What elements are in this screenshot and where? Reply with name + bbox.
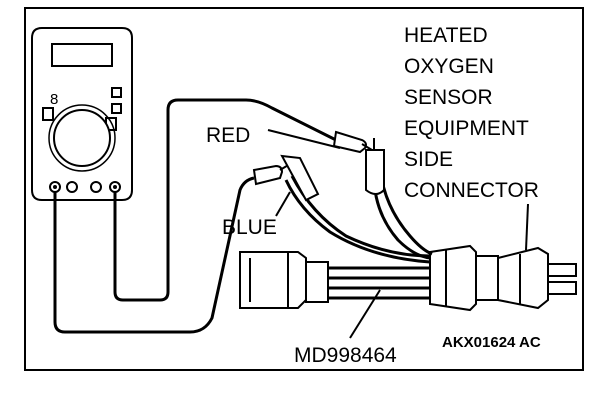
test-harness-icon: [239, 138, 499, 312]
multimeter-icon: 8: [31, 27, 133, 201]
red-test-lead: [113, 98, 373, 302]
connector-label-line: SENSOR: [404, 86, 493, 109]
tool-leader-line: [349, 289, 381, 339]
connector-label-line: SIDE: [404, 148, 453, 171]
figure-code: AKX01624 AC: [442, 334, 541, 351]
diagram-frame: [24, 7, 584, 371]
connector-label-line: HEATED: [404, 24, 488, 47]
sensor-connector-icon: [497, 203, 577, 310]
connector-label-line: EQUIPMENT: [404, 117, 529, 140]
connector-label: HEATED OXYGEN SENSOR EQUIPMENT SIDE CONN…: [404, 24, 539, 202]
blue-label: BLUE: [222, 216, 277, 239]
blue-leader-line: [275, 191, 291, 217]
red-leader-line: [267, 129, 341, 149]
red-label: RED: [206, 124, 250, 147]
connector-label-line: OXYGEN: [404, 55, 494, 78]
tool-label: MD998464: [294, 344, 397, 367]
svg-text:8: 8: [50, 91, 58, 108]
connector-label-line: CONNECTOR: [404, 179, 539, 202]
blue-test-lead: [53, 163, 291, 334]
